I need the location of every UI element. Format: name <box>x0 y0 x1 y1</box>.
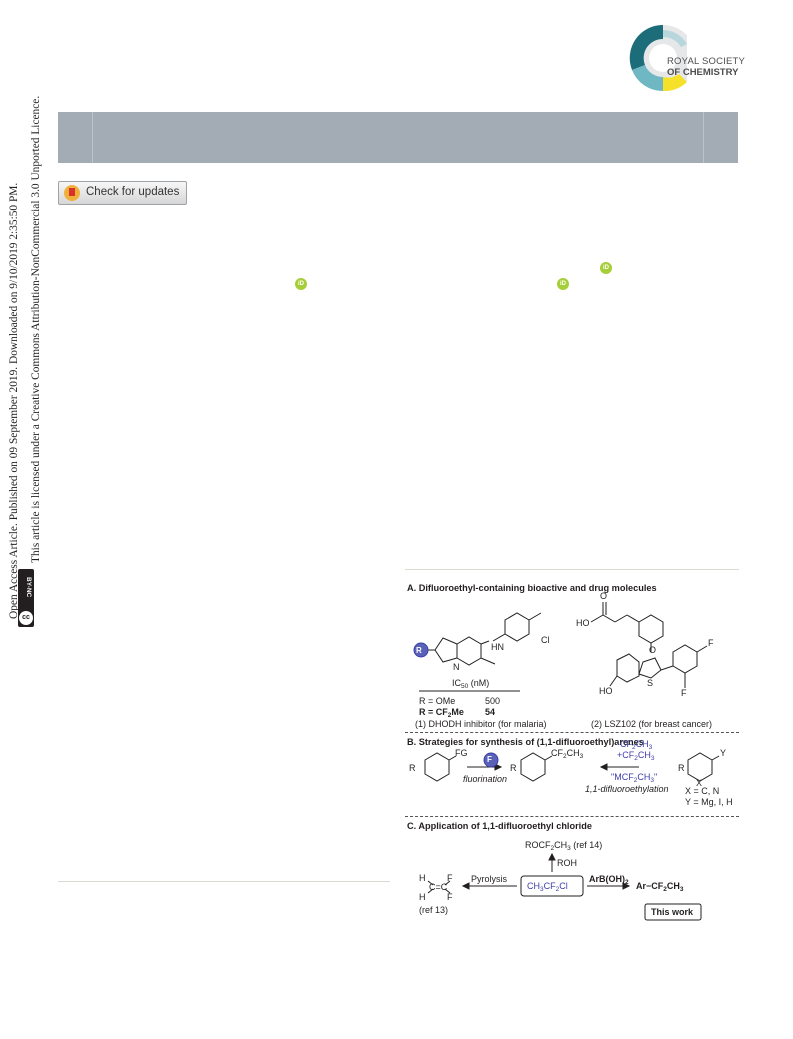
scheme-drawing <box>413 602 720 921</box>
a-f2-label: F <box>681 688 687 698</box>
a-cl-label: Cl <box>541 635 550 645</box>
figure-top-rule <box>405 569 739 570</box>
scheme-figure: A. Difluoroethyl-containing bioactive an… <box>405 578 739 928</box>
b-reagent-metal: "MCF2CH3" <box>611 772 658 784</box>
cc-license-badge[interactable]: BY-NC cc <box>18 569 34 627</box>
rsc-logo[interactable]: ROYAL SOCIETY OF CHEMISTRY <box>627 18 745 94</box>
a-row1-value: 500 <box>485 696 501 706</box>
c-ref13-label: (ref 13) <box>419 905 449 915</box>
c-h-bottom: H <box>419 892 426 902</box>
b-r3-label: R <box>678 763 685 773</box>
b-y-label: Y <box>720 748 727 758</box>
c-aryl-product: Ar−CF2CH3 <box>636 881 684 893</box>
section-a-title: A. Difluoroethyl-containing bioactive an… <box>407 583 657 593</box>
a-r-label: R <box>416 646 422 655</box>
a-ic50-heading: IC50 (nM) <box>452 678 490 690</box>
b-x-definition: X = C, N <box>685 786 720 796</box>
c-ether-product: ROCF2CH3 (ref 14) <box>525 840 603 852</box>
side-open-access-line: Open Access Article. Published on 09 Sep… <box>8 182 20 619</box>
section-c-title: C. Application of 1,1-difluoroethyl chlo… <box>407 821 592 831</box>
logo-text-line2: OF CHEMISTRY <box>667 67 739 78</box>
a-ho2-label: HO <box>599 686 613 696</box>
a-n-label: N <box>453 662 460 672</box>
c-center-reagent: CH3CF2Cl <box>527 881 568 893</box>
b-fg-label: FG <box>455 748 468 758</box>
crossmark-icon <box>64 185 80 201</box>
a-caption-1: (1) DHODH inhibitor (for malaria) <box>415 719 547 729</box>
a-row1-label: R = OMe <box>419 696 456 706</box>
a-o-ether-label: O <box>649 645 657 655</box>
b-fluorination-label: fluorination <box>463 774 508 784</box>
license-badge-text: BY-NC <box>25 577 32 598</box>
a-o-label: O <box>600 591 608 601</box>
section-b-title: B. Strategies for synthesis of (1,1-difl… <box>407 737 644 747</box>
article-type-banner <box>58 112 738 163</box>
a-f-label: F <box>708 638 714 648</box>
c-boronic-acid: ArB(OH)2 <box>589 874 629 886</box>
orcid-icon[interactable]: iD <box>557 278 569 290</box>
rsc-logo-icon <box>629 24 687 92</box>
c-alkene: C=C <box>429 882 448 892</box>
c-roh-label: ROH <box>557 858 577 868</box>
b-f-icon: F <box>487 755 492 764</box>
check-for-updates-button[interactable]: Check for updates <box>58 181 187 205</box>
b-difluoroethylation-label: 1,1-difluoroethylation <box>585 784 669 794</box>
section-divider <box>405 816 739 817</box>
orcid-icon[interactable]: iD <box>295 278 307 290</box>
a-row2-label: R = CF2Me <box>419 707 464 719</box>
cc-icon: cc <box>19 611 33 625</box>
b-product-label: CF2CH3 <box>551 748 584 760</box>
a-ho-label: HO <box>576 618 590 628</box>
c-f-bottom: F <box>447 892 453 902</box>
side-licence-line[interactable]: This article is licensed under a Creativ… <box>30 95 42 563</box>
b-y-definition: Y = Mg, I, H <box>685 797 733 807</box>
c-pyrolysis-label: Pyrolysis <box>471 874 508 884</box>
b-x-label: X <box>696 778 703 788</box>
footnote-rule <box>58 881 390 882</box>
c-h-top: H <box>419 873 426 883</box>
logo-text-line1: ROYAL SOCIETY <box>667 56 746 67</box>
a-hn-label: HN <box>491 642 504 652</box>
section-divider <box>405 732 739 733</box>
c-this-work-label: This work <box>651 907 694 917</box>
b-r-label: R <box>409 763 416 773</box>
b-r2-label: R <box>510 763 517 773</box>
b-reagent-cation: +CF2CH3 <box>617 750 655 762</box>
orcid-icon[interactable]: iD <box>600 262 612 274</box>
check-for-updates-label: Check for updates <box>86 186 180 198</box>
c-f-top: F <box>447 873 453 883</box>
a-caption-2: (2) LSZ102 (for breast cancer) <box>591 719 713 729</box>
a-s-label: S <box>647 678 654 688</box>
b-reagent-radical: ·CF2CH3 <box>617 739 653 751</box>
a-row2-value: 54 <box>485 707 496 717</box>
